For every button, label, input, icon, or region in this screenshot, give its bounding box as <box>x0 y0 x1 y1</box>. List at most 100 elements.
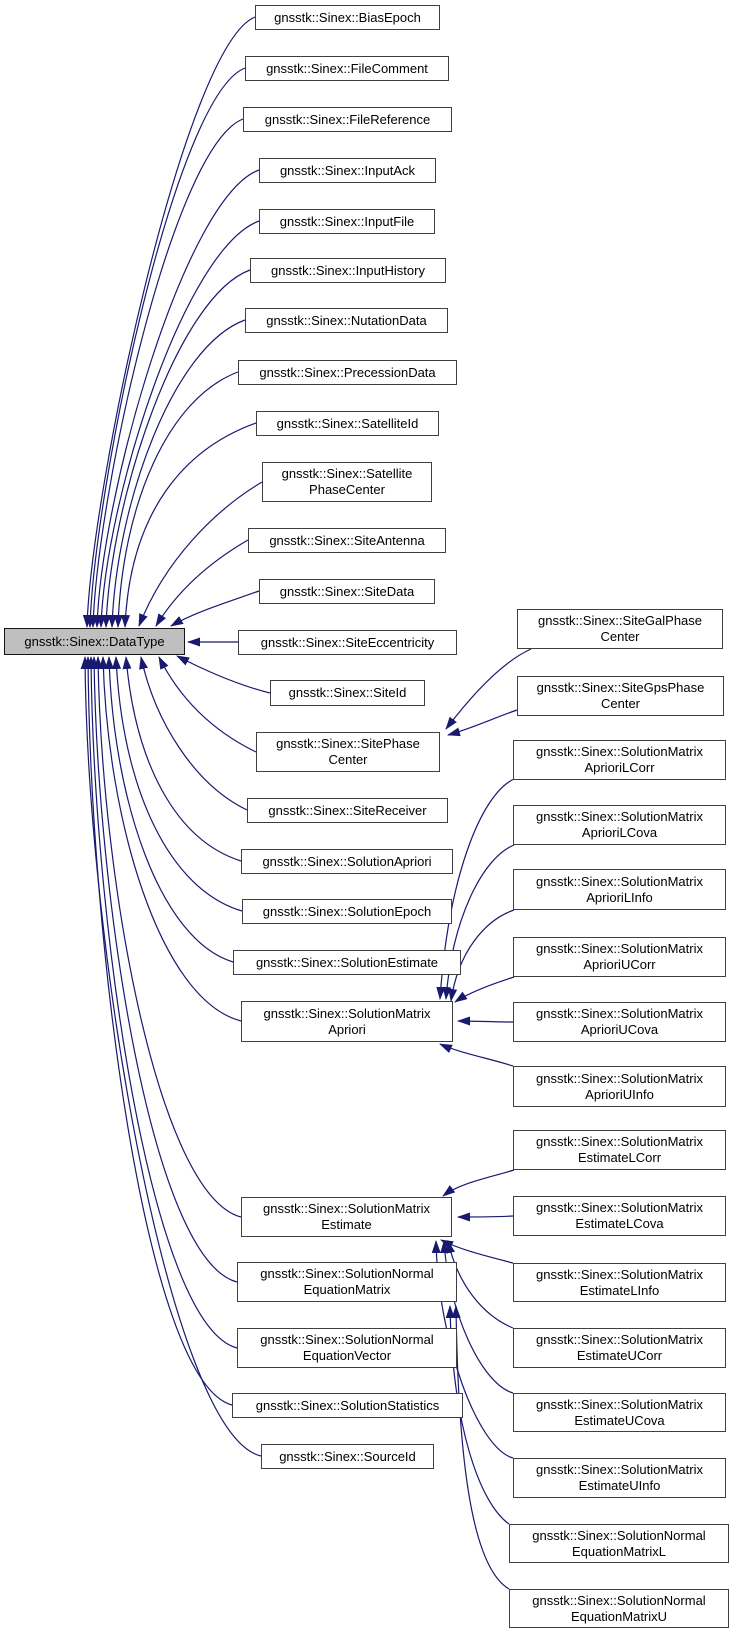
node-input-history[interactable]: gnsstk::Sinex::InputHistory <box>250 258 446 283</box>
node-label: gnsstk::Sinex::SolutionMatrix <box>536 873 703 889</box>
node-label: gnsstk::Sinex::Satellite <box>281 466 413 481</box>
node-solution-matrix-estimate-u-corr[interactable]: gnsstk::Sinex::SolutionMatrix EstimateUC… <box>513 1328 726 1368</box>
node-solution-matrix-apriori-l-cova[interactable]: gnsstk::Sinex::SolutionMatrix AprioriLCo… <box>513 805 726 845</box>
edge-SiteGalPhaseCenter-SitePhaseCenter <box>445 648 532 730</box>
edge-SolutionMatrixEstimate-DataType <box>93 656 242 1218</box>
node-label: EstimateUInfo <box>578 1478 661 1493</box>
node-solution-matrix-estimate-l-info[interactable]: gnsstk::Sinex::SolutionMatrix EstimateLI… <box>513 1263 726 1302</box>
edge-SiteGpsPhaseCenter-SitePhaseCenter <box>447 709 518 737</box>
node-site-gps-phase-center[interactable]: gnsstk::Sinex::SiteGpsPhase Center <box>517 676 724 716</box>
node-solution-matrix-estimate-l-corr[interactable]: gnsstk::Sinex::SolutionMatrix EstimateLC… <box>513 1130 726 1170</box>
node-solution-apriori[interactable]: gnsstk::Sinex::SolutionApriori <box>241 849 453 874</box>
node-solution-normal-equation-matrix[interactable]: gnsstk::Sinex::SolutionNormal EquationMa… <box>237 1262 457 1302</box>
edge-SourceId-DataType <box>80 656 262 1457</box>
node-bias-epoch[interactable]: gnsstk::Sinex::BiasEpoch <box>255 5 440 30</box>
node-label: gnsstk::Sinex::SolutionNormal <box>532 1592 706 1608</box>
node-solution-matrix-estimate-l-cova[interactable]: gnsstk::Sinex::SolutionMatrix EstimateLC… <box>513 1196 726 1236</box>
edge-InputAck-DataType <box>92 169 260 628</box>
node-label: gnsstk::Sinex::SolutionEstimate <box>255 954 439 970</box>
node-label: gnsstk::Sinex::SolutionMatrix <box>536 1070 703 1086</box>
edge-PrecessionData-DataType <box>113 371 239 628</box>
node-file-comment[interactable]: gnsstk::Sinex::FileComment <box>245 56 449 81</box>
edge-SolutionMatrixAprioriUCorr-SolutionMatrixApriori <box>454 976 515 1003</box>
node-label: gnsstk::Sinex::SolutionMatrix <box>536 1134 703 1149</box>
node-input-file[interactable]: gnsstk::Sinex::InputFile <box>259 209 435 234</box>
node-label: gnsstk::Sinex::SolutionMatrix <box>536 1200 703 1215</box>
node-label: EstimateLInfo <box>579 1282 660 1298</box>
node-solution-matrix-estimate-u-info[interactable]: gnsstk::Sinex::SolutionMatrix EstimateUI… <box>513 1458 726 1498</box>
edge-InputFile-DataType <box>96 220 260 628</box>
node-label: gnsstk::Sinex::SiteGalPhase <box>537 613 703 628</box>
node-label: EstimateUCorr <box>576 1348 663 1363</box>
node-site-eccentricity[interactable]: gnsstk::Sinex::SiteEccentricity <box>238 630 457 655</box>
node-solution-statistics[interactable]: gnsstk::Sinex::SolutionStatistics <box>232 1393 463 1418</box>
edge-SolutionNormalEquationMatrix-DataType <box>89 656 238 1283</box>
node-label: gnsstk::Sinex::SatelliteId <box>276 415 419 431</box>
node-label: gnsstk::Sinex::SolutionMatrix <box>536 1266 703 1282</box>
node-label: EquationMatrix <box>303 1282 391 1297</box>
node-site-id[interactable]: gnsstk::Sinex::SiteId <box>270 680 425 706</box>
node-label: AprioriUInfo <box>585 1086 654 1102</box>
node-solution-matrix-apriori-u-info[interactable]: gnsstk::Sinex::SolutionMatrix AprioriUIn… <box>513 1066 726 1107</box>
node-label: EquationMatrixU <box>570 1608 668 1624</box>
node-solution-normal-equation-matrix-u[interactable]: gnsstk::Sinex::SolutionNormal EquationMa… <box>509 1589 729 1628</box>
node-label: gnsstk::Sinex::NutationData <box>266 312 427 328</box>
node-label: AprioriUCorr <box>583 957 656 972</box>
node-label: Apriori <box>328 1021 366 1037</box>
node-label: gnsstk::Sinex::SolutionNormal <box>532 1527 706 1543</box>
node-site-phase-center[interactable]: gnsstk::Sinex::SitePhase Center <box>256 732 440 772</box>
node-site-data[interactable]: gnsstk::Sinex::SiteData <box>259 579 435 604</box>
node-solution-matrix-apriori-u-corr[interactable]: gnsstk::Sinex::SolutionMatrix AprioriUCo… <box>513 937 726 977</box>
node-label: Center <box>600 629 640 644</box>
node-label: gnsstk::Sinex::SiteReceiver <box>268 802 427 818</box>
node-solution-matrix-estimate-u-cova[interactable]: gnsstk::Sinex::SolutionMatrix EstimateUC… <box>513 1393 726 1432</box>
node-file-reference[interactable]: gnsstk::Sinex::FileReference <box>243 107 452 132</box>
node-label: EstimateLCova <box>575 1216 664 1231</box>
node-label: gnsstk::Sinex::SolutionNormal <box>260 1332 434 1347</box>
node-label: gnsstk::Sinex::SolutionMatrix <box>536 1332 703 1347</box>
node-site-antenna[interactable]: gnsstk::Sinex::SiteAntenna <box>248 528 446 553</box>
edge-SolutionNormalEquationMatrixU-SolutionNormalEquationMatrix <box>451 1305 510 1590</box>
node-solution-matrix-apriori-u-cova[interactable]: gnsstk::Sinex::SolutionMatrix AprioriUCo… <box>513 1002 726 1042</box>
node-label: gnsstk::Sinex::SiteAntenna <box>269 532 425 548</box>
node-label: gnsstk::Sinex::SolutionEpoch <box>262 903 432 919</box>
node-label: gnsstk::Sinex::FileReference <box>264 111 431 127</box>
edge-SolutionMatrixEstimateUCorr-SolutionMatrixEstimate <box>446 1240 514 1329</box>
node-site-gal-phase-center[interactable]: gnsstk::Sinex::SiteGalPhase Center <box>517 609 723 649</box>
node-site-receiver[interactable]: gnsstk::Sinex::SiteReceiver <box>247 798 448 823</box>
edge-SiteId-DataType <box>176 655 271 694</box>
node-solution-normal-equation-matrix-l[interactable]: gnsstk::Sinex::SolutionNormal EquationMa… <box>509 1524 729 1563</box>
node-label: gnsstk::Sinex::SolutionMatrix <box>536 1006 703 1021</box>
node-solution-matrix-apriori[interactable]: gnsstk::Sinex::SolutionMatrix Apriori <box>241 1001 453 1042</box>
node-nutation-data[interactable]: gnsstk::Sinex::NutationData <box>245 308 448 333</box>
node-label: gnsstk::Sinex::SourceId <box>279 1448 416 1464</box>
edge-SolutionMatrixAprioriUCova-SolutionMatrixApriori <box>457 1016 514 1026</box>
edge-SolutionStatistics-DataType <box>83 656 233 1406</box>
edge-SolutionMatrixEstimateLCova-SolutionMatrixEstimate <box>457 1212 514 1222</box>
edge-InputHistory-DataType <box>101 269 251 628</box>
edge-SatellitePhaseCenter-DataType <box>138 481 263 627</box>
node-label: gnsstk::Sinex::InputAck <box>279 162 416 178</box>
edge-SatelliteId-DataType <box>121 422 257 628</box>
node-label: EquationMatrixL <box>572 1543 666 1559</box>
node-label: gnsstk::Sinex::SiteId <box>288 685 407 700</box>
edge-SiteData-DataType <box>170 590 260 627</box>
node-satellite-id[interactable]: gnsstk::Sinex::SatelliteId <box>256 411 439 436</box>
node-source-id[interactable]: gnsstk::Sinex::SourceId <box>261 1444 434 1469</box>
node-solution-estimate[interactable]: gnsstk::Sinex::SolutionEstimate <box>233 950 461 975</box>
node-precession-data[interactable]: gnsstk::Sinex::PrecessionData <box>238 360 457 385</box>
node-label: gnsstk::Sinex::SiteGpsPhase <box>536 680 705 695</box>
node-label: gnsstk::Sinex::PrecessionData <box>259 364 436 380</box>
node-satellite-phase-center[interactable]: gnsstk::Sinex::Satellite PhaseCenter <box>262 462 432 502</box>
node-input-ack[interactable]: gnsstk::Sinex::InputAck <box>259 158 436 183</box>
node-solution-matrix-estimate[interactable]: gnsstk::Sinex::SolutionMatrix Estimate <box>241 1197 452 1237</box>
node-solution-matrix-apriori-l-corr[interactable]: gnsstk::Sinex::SolutionMatrix AprioriLCo… <box>513 740 726 780</box>
node-solution-epoch[interactable]: gnsstk::Sinex::SolutionEpoch <box>242 899 452 924</box>
node-label: gnsstk::Sinex::SolutionApriori <box>262 853 432 869</box>
edge-SiteReceiver-DataType <box>139 656 248 811</box>
node-solution-normal-equation-vector[interactable]: gnsstk::Sinex::SolutionNormal EquationVe… <box>237 1328 457 1368</box>
edge-SolutionEpoch-DataType <box>112 656 243 912</box>
node-label: gnsstk::Sinex::SolutionMatrix <box>263 1201 430 1216</box>
node-solution-matrix-apriori-l-info[interactable]: gnsstk::Sinex::SolutionMatrix AprioriLIn… <box>513 869 726 910</box>
